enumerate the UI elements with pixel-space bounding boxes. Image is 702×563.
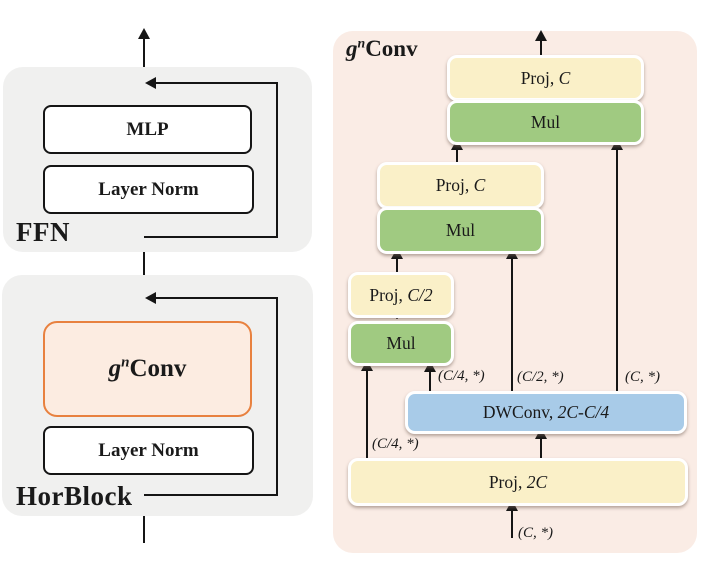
l2-mul-label: Mul	[445, 220, 476, 240]
horblock-layernorm-box: Layer Norm	[43, 426, 254, 475]
l3-proj-label: Proj, C/2	[369, 284, 433, 305]
ffn-block-label: FFN	[16, 217, 70, 247]
ffn-layernorm-box: Layer Norm	[43, 165, 254, 214]
horblock-residual-arrowhead	[145, 292, 156, 304]
dwconv-to-l2mul-line	[511, 257, 513, 391]
ffn-residual-right-line	[276, 82, 278, 238]
gnconv-panel-title: gnConv	[346, 35, 418, 61]
gnconv-box: gnConv	[43, 321, 252, 417]
panel-output-arrowhead	[535, 30, 547, 41]
horblock-residual-right-line	[276, 297, 278, 496]
l2-to-l1-line	[456, 148, 458, 163]
proj2c-to-l3mul-line	[366, 369, 368, 458]
output-arrowhead	[138, 28, 150, 39]
proj2c-box: Proj, 2C	[348, 458, 688, 506]
proj2c-label: Proj, 2C	[488, 471, 548, 492]
dim-label-c: (C, *)	[625, 369, 660, 385]
ffn-block-panel	[3, 67, 312, 252]
dwconv-box: DWConv, 2C-C/4	[405, 391, 687, 434]
l1-mul-label: Mul	[530, 112, 561, 132]
l3-to-l2-line	[396, 257, 398, 273]
horblock-residual-bottom-line	[144, 494, 278, 496]
l3-mul-box: Mul	[348, 321, 454, 366]
l3-proj-box: Proj, C/2	[348, 272, 454, 318]
dim-label-c2: (C/2, *)	[517, 369, 564, 385]
dwconv-to-l3mul-arrowhead	[424, 361, 436, 372]
mlp-label: MLP	[126, 118, 169, 140]
input-line	[511, 509, 513, 538]
output-line	[540, 40, 542, 56]
ffn-layernorm-label: Layer Norm	[98, 178, 199, 200]
l1-mul-box: Mul	[447, 100, 644, 145]
dwconv-to-l3mul-line	[429, 370, 431, 391]
dim-label-c4: (C/4, *)	[438, 368, 485, 384]
l2-proj-box: Proj, C	[377, 162, 544, 209]
l3-mul-label: Mul	[386, 333, 416, 353]
gnconv-box-label: gnConv	[108, 354, 187, 382]
l1-proj-label: Proj, C	[520, 67, 571, 88]
horblock-residual-top-line	[150, 297, 278, 299]
ffn-residual-arrowhead	[145, 77, 156, 89]
horblock-label: HorBlock	[16, 481, 133, 511]
ffn-residual-bottom-line	[144, 236, 278, 238]
dwconv-label: DWConv, 2C-C/4	[482, 402, 610, 422]
horblock-layernorm-label: Layer Norm	[98, 439, 199, 461]
l2-proj-label: Proj, C	[435, 175, 486, 195]
dwconv-to-l1mul-line	[616, 148, 618, 391]
l1-proj-box: Proj, C	[447, 55, 644, 101]
dim-label-input: (C, *)	[518, 525, 553, 541]
dim-label-c4-lower: (C/4, *)	[372, 436, 419, 452]
ffn-residual-top-line	[150, 82, 278, 84]
proj2c-to-dwconv-line	[540, 437, 542, 458]
l2-mul-box: Mul	[377, 207, 544, 254]
mlp-box: MLP	[43, 105, 252, 154]
